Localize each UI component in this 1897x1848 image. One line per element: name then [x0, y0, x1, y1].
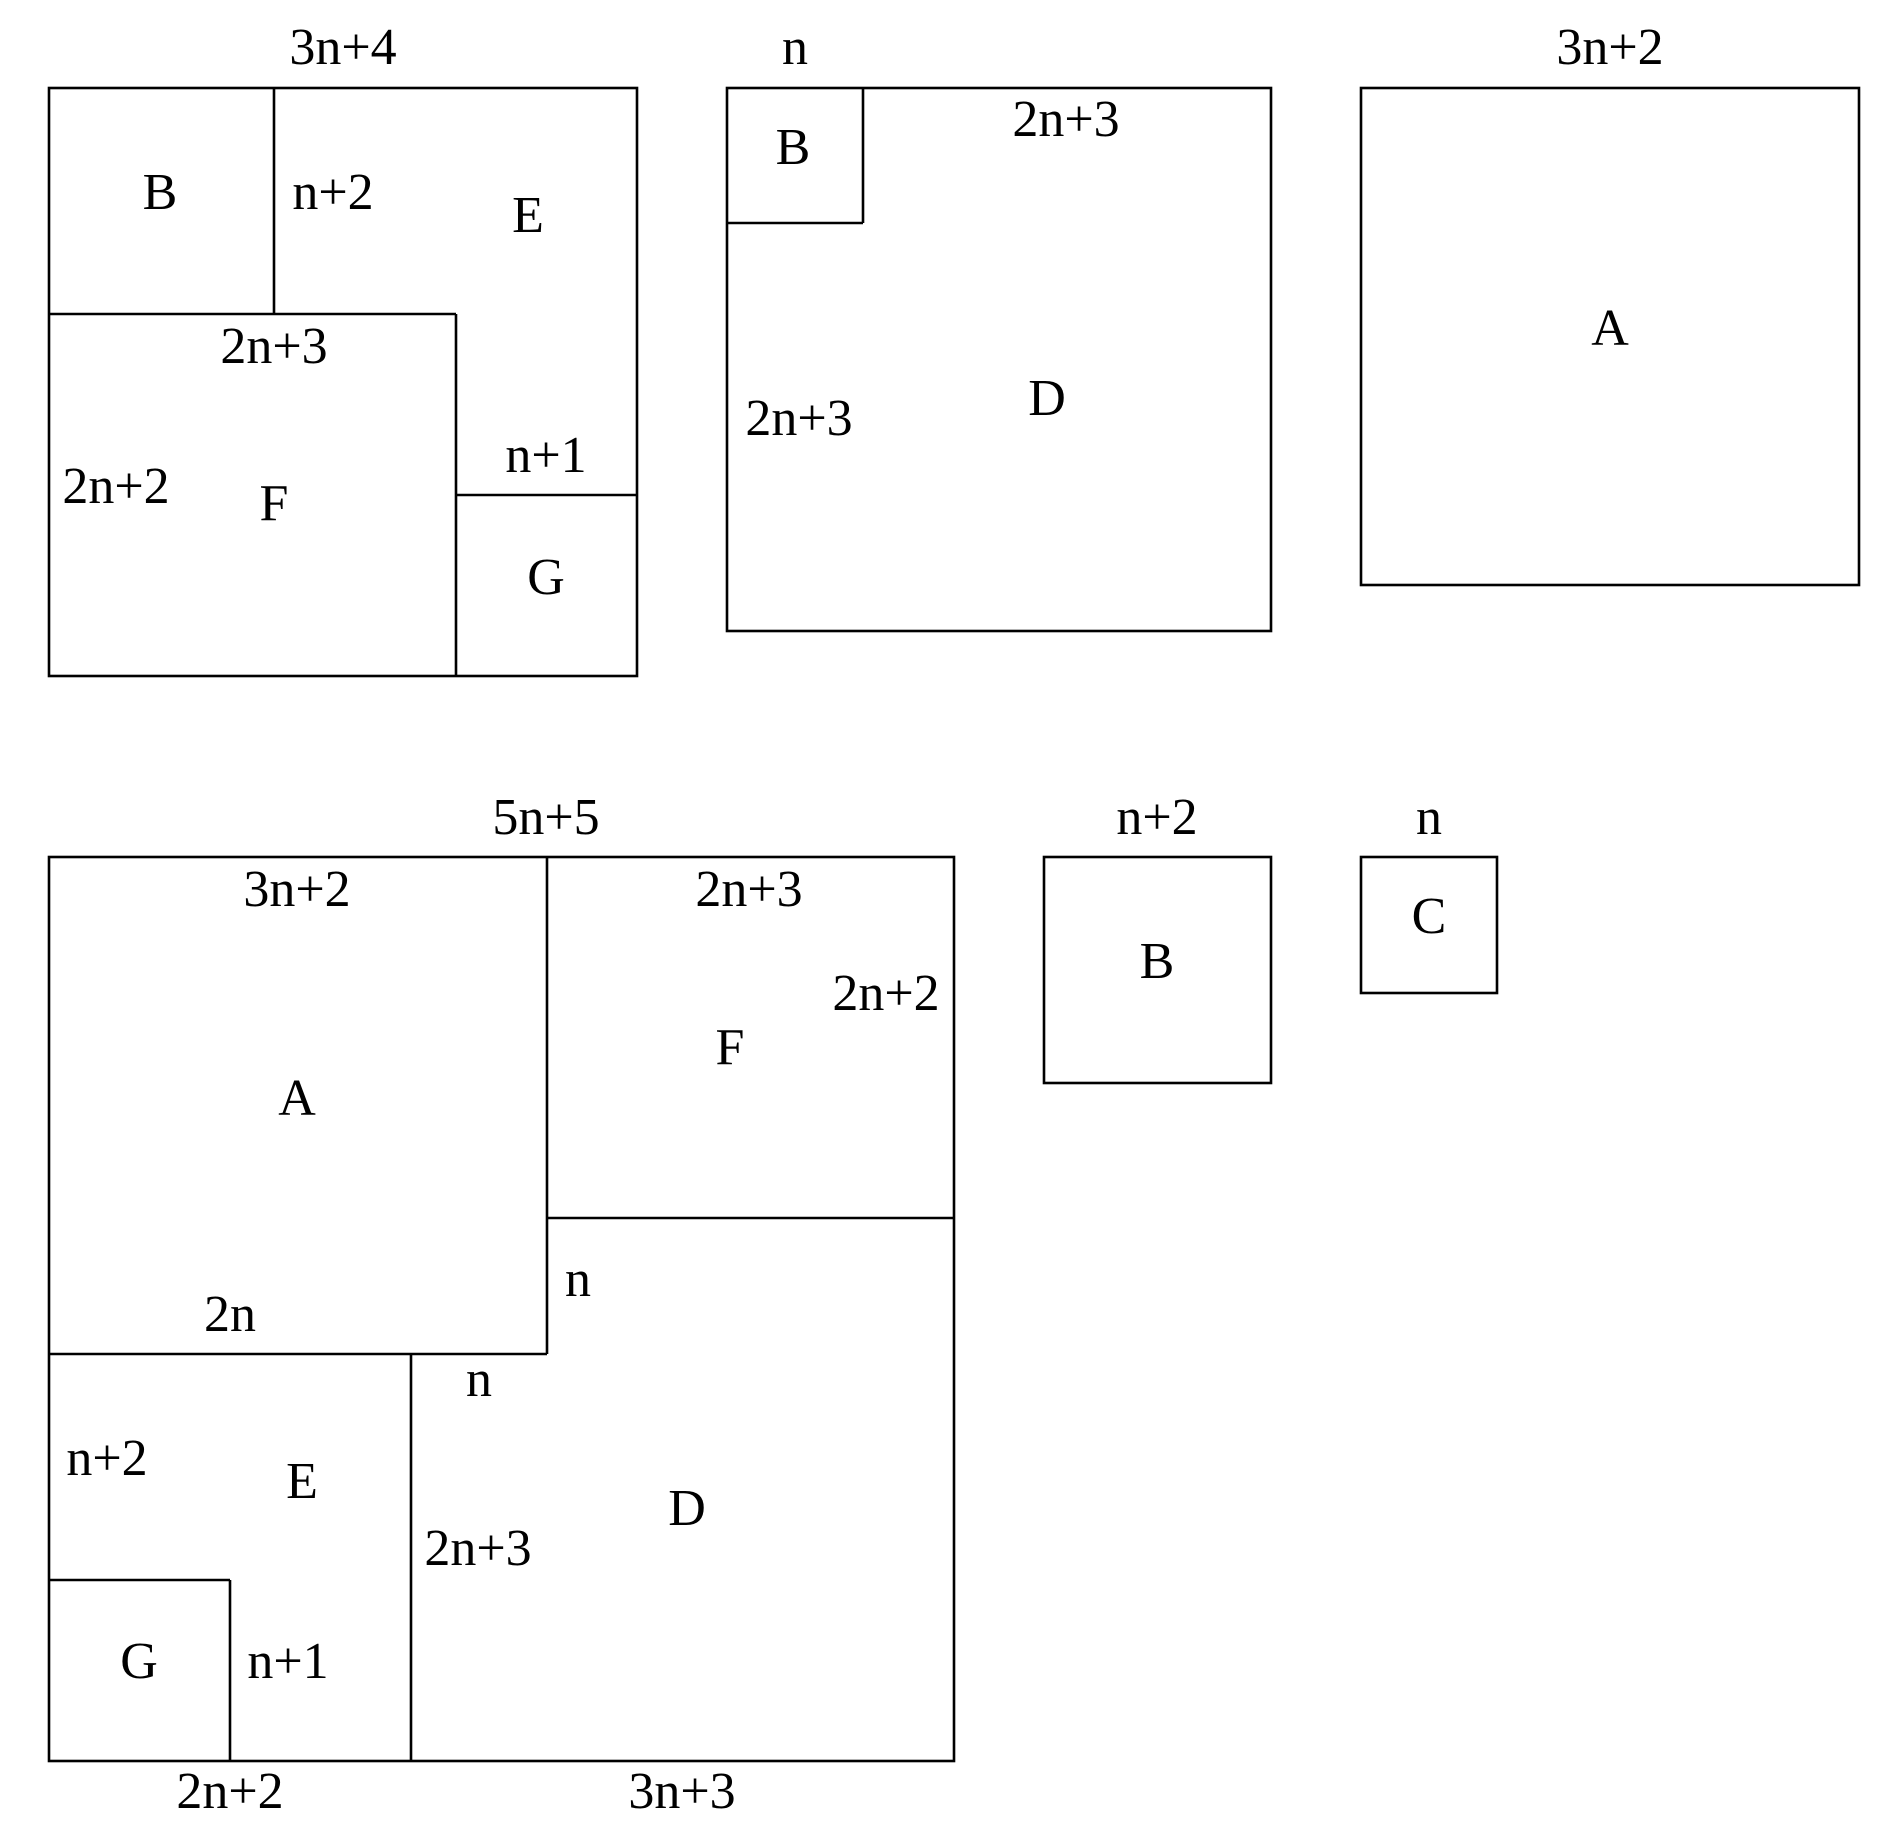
top-left-region-f: F [260, 475, 289, 532]
bottom-outer-square [47, 855, 956, 1763]
square-b-group: n+2 B [1042, 789, 1273, 1085]
bottom-f-top-label: 2n+3 [695, 861, 802, 918]
top-right-region-a: A [1591, 300, 1629, 357]
top-middle-square-group: n B 2n+3 2n+3 D [725, 19, 1273, 633]
square-c-group: n C [1359, 789, 1499, 995]
square-c-region: C [1412, 888, 1447, 945]
square-b-region: B [1140, 933, 1175, 990]
bottom-region-e: E [286, 1453, 318, 1510]
top-middle-outer-square [725, 86, 1273, 633]
bottom-d-notch-top-label: n [466, 1351, 492, 1408]
bottom-e-side-label: n+2 [66, 1430, 147, 1487]
square-c [1359, 855, 1499, 995]
bottom-d-notch-side-label: n [565, 1251, 591, 1308]
top-middle-region-b: B [776, 119, 811, 176]
bottom-d-side-label: 2n+3 [424, 1520, 531, 1577]
bottom-a-bottom-label: 2n [204, 1286, 256, 1343]
top-middle-width-label: n [782, 19, 808, 76]
top-left-region-e: E [512, 187, 544, 244]
bottom-a-top-label: 3n+2 [243, 861, 350, 918]
top-right-outer-square [1359, 86, 1861, 587]
bottom-region-f: F [716, 1019, 745, 1076]
top-left-region-b: B [143, 164, 178, 221]
bottom-f-side-label: 2n+2 [832, 965, 939, 1022]
bottom-width-label: 5n+5 [492, 789, 599, 846]
top-left-b-side-label: n+2 [292, 164, 373, 221]
top-left-f-side-label: 2n+2 [62, 458, 169, 515]
top-left-width-label: 3n+4 [289, 19, 396, 76]
bottom-g-side-label: n+1 [247, 1633, 328, 1690]
square-b-width-label: n+2 [1116, 789, 1197, 846]
top-middle-d-top-label: 2n+3 [1012, 91, 1119, 148]
square-b [1042, 855, 1273, 1085]
bottom-region-d: D [668, 1480, 706, 1537]
top-right-square-group: 3n+2 A [1359, 19, 1861, 587]
top-middle-region-d: D [1028, 370, 1066, 427]
top-left-square-group: 3n+4 B n+2 E 2n+3 2n+2 F n+1 G [47, 19, 639, 678]
bottom-right-width-label: 3n+3 [628, 1763, 735, 1820]
top-left-g-top-label: n+1 [505, 427, 586, 484]
bottom-large-square-group: 5n+5 3n+2 A 2n 2n+3 2n+2 F n n 2n+3 D n+… [47, 789, 956, 1820]
bottom-region-a: A [278, 1070, 316, 1127]
top-left-f-top-label: 2n+3 [220, 318, 327, 375]
top-right-width-label: 3n+2 [1556, 19, 1663, 76]
top-left-outer-square [47, 86, 639, 678]
square-c-width-label: n [1416, 789, 1442, 846]
top-middle-d-side-label: 2n+3 [745, 390, 852, 447]
bottom-region-g: G [120, 1633, 158, 1690]
bottom-left-width-label: 2n+2 [176, 1763, 283, 1820]
top-left-region-g: G [527, 549, 565, 606]
